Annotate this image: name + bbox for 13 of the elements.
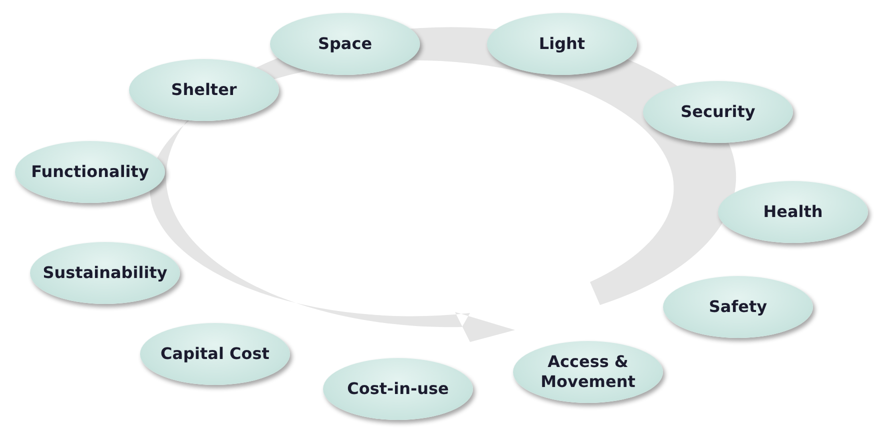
node-label: Health <box>763 202 823 222</box>
node-label: Shelter <box>171 80 237 100</box>
node-label: Safety <box>708 297 768 317</box>
node-label: Access & Movement <box>540 352 636 392</box>
node-label: Security <box>680 102 756 122</box>
node-label: Capital Cost <box>160 344 270 364</box>
oval-node <box>30 242 180 304</box>
node-label: Space <box>318 34 372 54</box>
node-label: Sustainability <box>42 263 168 283</box>
node-label: Functionality <box>31 162 149 182</box>
node-label: Cost-in-use <box>347 379 449 399</box>
node-label: Light <box>538 34 586 54</box>
oval-node <box>129 59 279 121</box>
